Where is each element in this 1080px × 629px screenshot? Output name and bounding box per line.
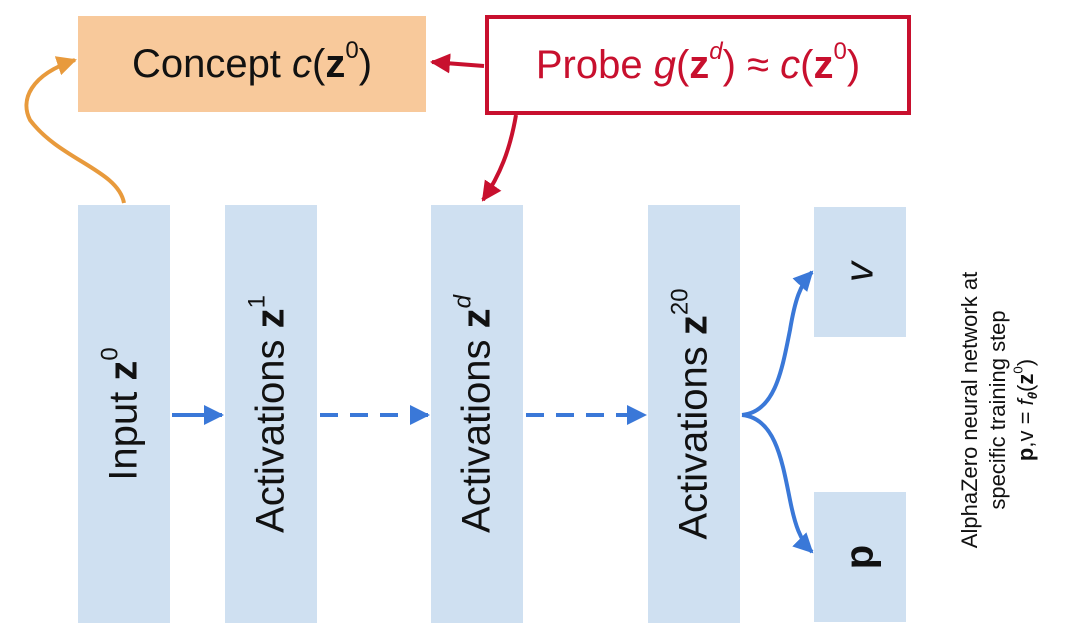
arrow-probe-to-concept bbox=[430, 53, 485, 74]
activations-layer-1: Activations z1 bbox=[225, 205, 317, 623]
concept-text: Concept c(z0) bbox=[131, 36, 373, 86]
policy-output-box: p bbox=[814, 492, 906, 622]
caption-line-2: specific training step bbox=[985, 310, 1010, 510]
arrow-probe-to-activations-d bbox=[481, 114, 518, 202]
arrow-to-policy bbox=[741, 413, 814, 554]
caption-line-1: AlphaZero neural network at bbox=[957, 271, 982, 549]
activations-layer-20: Activations z20 bbox=[648, 205, 740, 623]
arrow-input-to-concept bbox=[24, 56, 126, 204]
probe-box: Probe g(zd) ≈ c(z0) bbox=[485, 15, 911, 115]
network-caption: AlphaZero neural network at specific tra… bbox=[956, 272, 1040, 548]
value-output-box: v bbox=[814, 207, 906, 337]
probe-text: Probe g(zd) ≈ c(z0) bbox=[535, 37, 861, 87]
caption-line-3: p,v = fθ(z0) bbox=[1010, 358, 1040, 462]
input-layer: Input z0 bbox=[78, 205, 170, 623]
concept-box: Concept c(z0) bbox=[78, 16, 426, 112]
arrow-to-value bbox=[741, 270, 814, 417]
activations-layer-d: Activations zd bbox=[431, 205, 523, 623]
